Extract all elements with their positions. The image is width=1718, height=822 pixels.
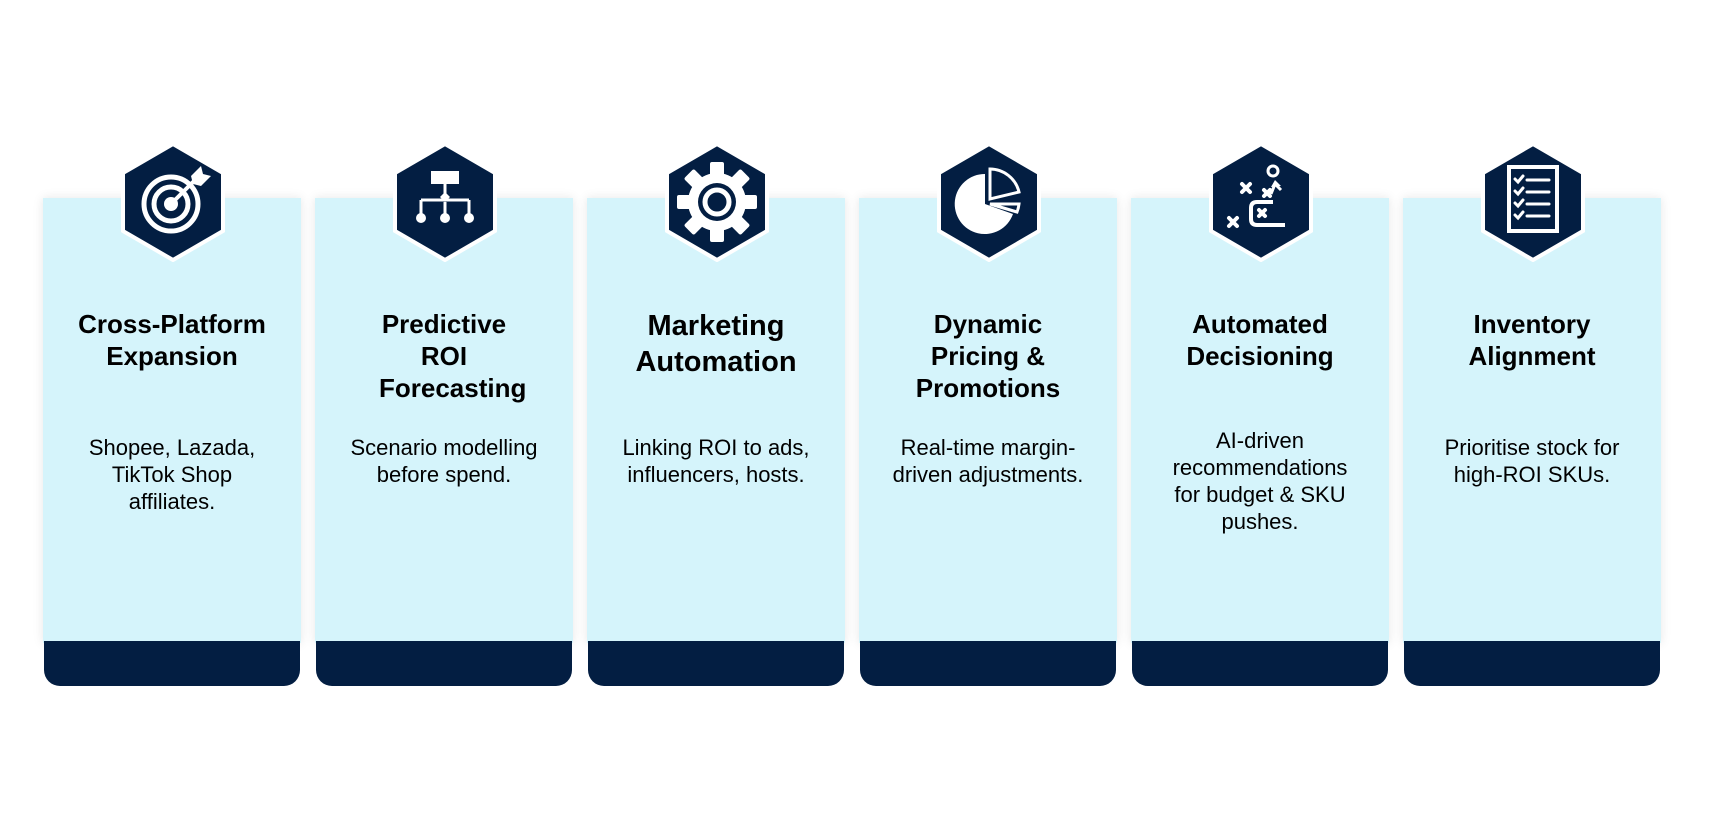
strategy-icon <box>1209 142 1313 262</box>
card-automated-decisioning: Automated Decisioning AI-driven recommen… <box>1131 142 1389 686</box>
card-description: AI-driven recommendations for budget & S… <box>1172 428 1348 534</box>
card-title: Dynamic Pricing & Promotions <box>915 309 1061 403</box>
target-icon <box>121 142 225 262</box>
card-footer <box>1404 641 1660 686</box>
pie-chart-icon <box>937 142 1041 262</box>
card-footer <box>1132 641 1388 686</box>
card-description: Real-time margin-driven adjustments. <box>892 435 1084 487</box>
card-footer <box>860 641 1116 686</box>
card-footer <box>44 641 300 686</box>
card-title: Automated Decisioning <box>1186 309 1334 371</box>
card-description: Shopee, Lazada, TikTok Shop affiliates. <box>88 435 256 514</box>
card-title: Marketing Automation <box>635 310 797 378</box>
card-background <box>315 198 573 643</box>
hierarchy-icon <box>393 142 497 262</box>
card-background <box>1131 198 1389 643</box>
card-dynamic-pricing-promotions: Dynamic Pricing & Promotions Real-time m… <box>859 142 1117 686</box>
card-title: Inventory Alignment <box>1468 309 1596 371</box>
card-title: Predictive ROI Forecasting <box>379 309 527 403</box>
card-cross-platform-expansion: Cross-Platform Expansion Shopee, Lazada,… <box>43 142 301 686</box>
card-background <box>859 198 1117 643</box>
card-inventory-alignment: Inventory Alignment Prioritise stock for… <box>1403 142 1661 686</box>
gear-icon <box>665 142 769 262</box>
card-description: Linking ROI to ads, influencers, hosts. <box>622 435 810 487</box>
card-marketing-automation: Marketing Automation Linking ROI to ads,… <box>587 142 845 686</box>
card-predictive-roi-forecasting: Predictive ROI Forecasting Scenario mode… <box>315 142 573 686</box>
card-description: Prioritise stock for high-ROI SKUs. <box>1444 435 1620 487</box>
card-footer <box>316 641 572 686</box>
card-title: Cross-Platform Expansion <box>78 309 266 371</box>
card-background <box>43 198 301 643</box>
card-background <box>1403 198 1661 643</box>
card-description: Scenario modelling before spend. <box>350 435 538 487</box>
card-background <box>587 198 845 643</box>
checklist-icon <box>1481 142 1585 262</box>
card-footer <box>588 641 844 686</box>
